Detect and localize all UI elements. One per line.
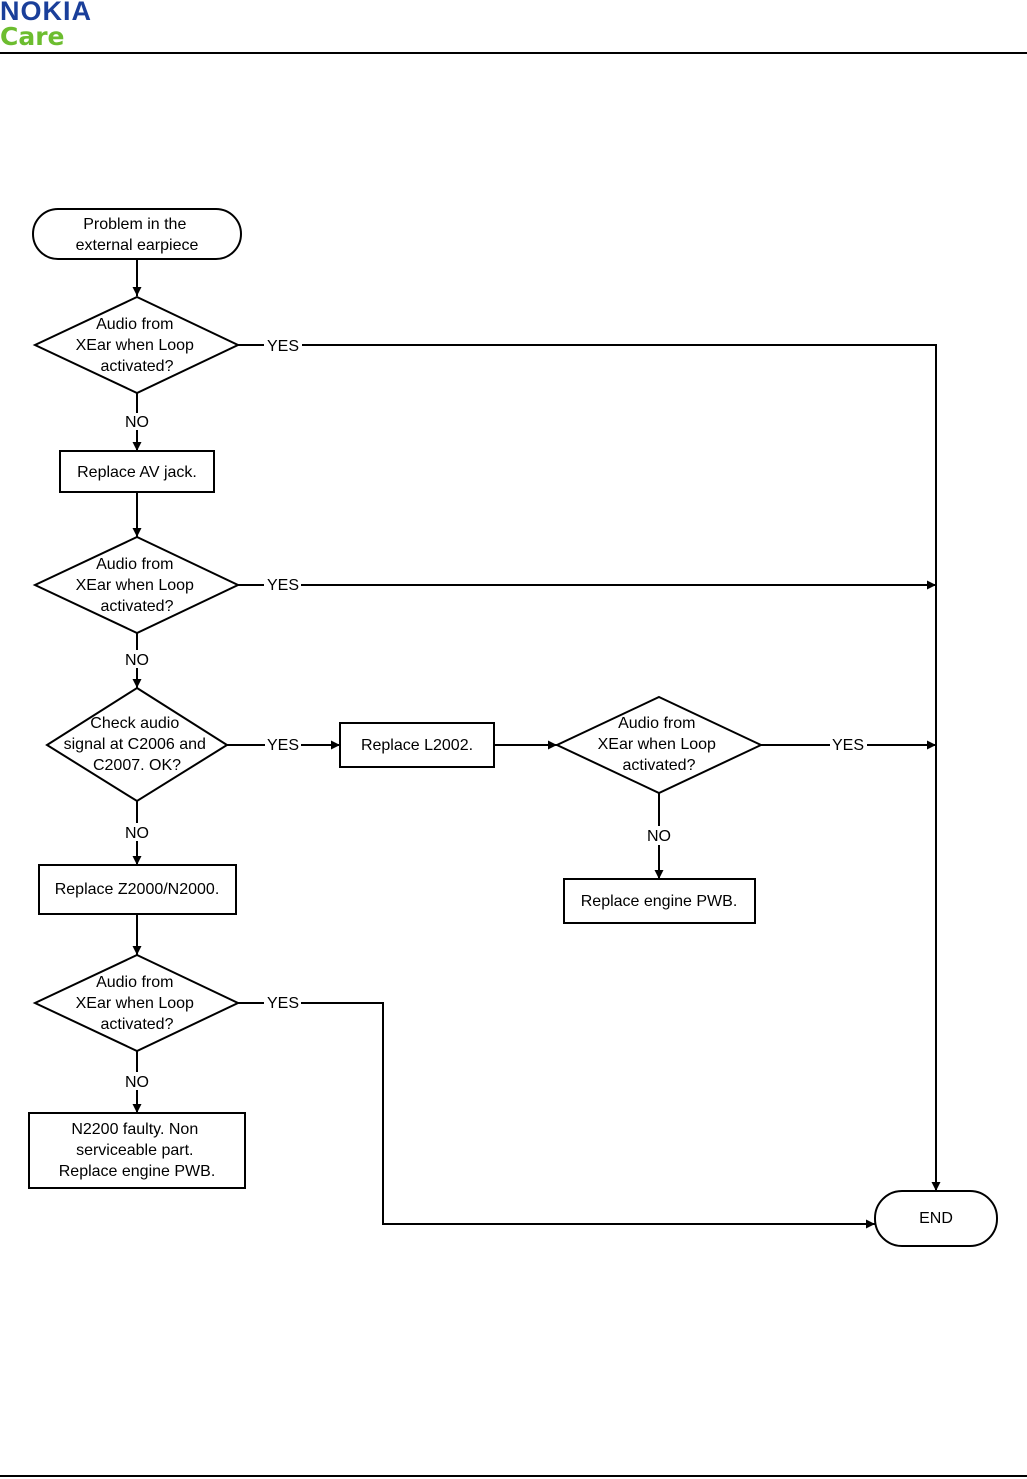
decision-4 <box>32 953 241 1053</box>
decision-2-text: Audio from XEar when Loop activated? <box>76 556 199 615</box>
decision-3 <box>554 695 764 795</box>
connectors <box>132 259 941 1229</box>
decision-1 <box>32 295 241 395</box>
replace-z2000-box <box>38 864 237 915</box>
footer-rule <box>0 1475 1027 1477</box>
label-yes-2: YES <box>267 577 299 594</box>
n2200-faulty-box <box>28 1112 246 1189</box>
replace-av-jack-box <box>59 450 215 493</box>
replace-l2002-text: Replace L2002. <box>361 737 473 754</box>
label-no-3: NO <box>647 828 671 845</box>
start-text: Problem in the external earpiece <box>76 216 199 254</box>
decision-check-audio <box>45 686 229 803</box>
arrow-yes-to-end <box>302 344 941 1191</box>
label-no-4: NO <box>125 1074 149 1091</box>
replace-engine-pwb-box <box>563 878 756 924</box>
label-no-1: NO <box>125 414 149 431</box>
label-yes-1: YES <box>267 338 299 355</box>
end-text: END <box>919 1210 953 1227</box>
decision-1-text: Audio from XEar when Loop activated? <box>76 316 199 375</box>
end-terminal <box>874 1190 998 1247</box>
start-terminal <box>32 208 242 260</box>
label-yes-check: YES <box>267 737 299 754</box>
arrow-d4-yes-to-end <box>301 1002 875 1229</box>
decision-2 <box>32 535 241 635</box>
replace-z2000-text: Replace Z2000/N2000. <box>55 881 220 898</box>
label-yes-4: YES <box>267 995 299 1012</box>
label-no-check: NO <box>125 825 149 842</box>
replace-l2002-box <box>339 722 495 768</box>
nokia-logo: NOKIA <box>0 0 92 26</box>
n2200-faulty-text: N2200 faulty. Non serviceable part. Repl… <box>59 1121 216 1180</box>
label-yes-3: YES <box>832 737 864 754</box>
decision-check-text: Check audio signal at C2006 and C2007. O… <box>64 715 211 774</box>
decision-4-text: Audio from XEar when Loop activated? <box>76 974 199 1033</box>
care-logo: Care <box>0 22 65 51</box>
page-header: NOKIA Care <box>0 0 1027 55</box>
header-rule <box>0 52 1027 54</box>
replace-av-jack-text: Replace AV jack. <box>77 464 197 481</box>
decision-3-text: Audio from XEar when Loop activated? <box>598 715 721 774</box>
replace-engine-pwb-text: Replace engine PWB. <box>581 893 738 910</box>
label-no-2: NO <box>125 652 149 669</box>
